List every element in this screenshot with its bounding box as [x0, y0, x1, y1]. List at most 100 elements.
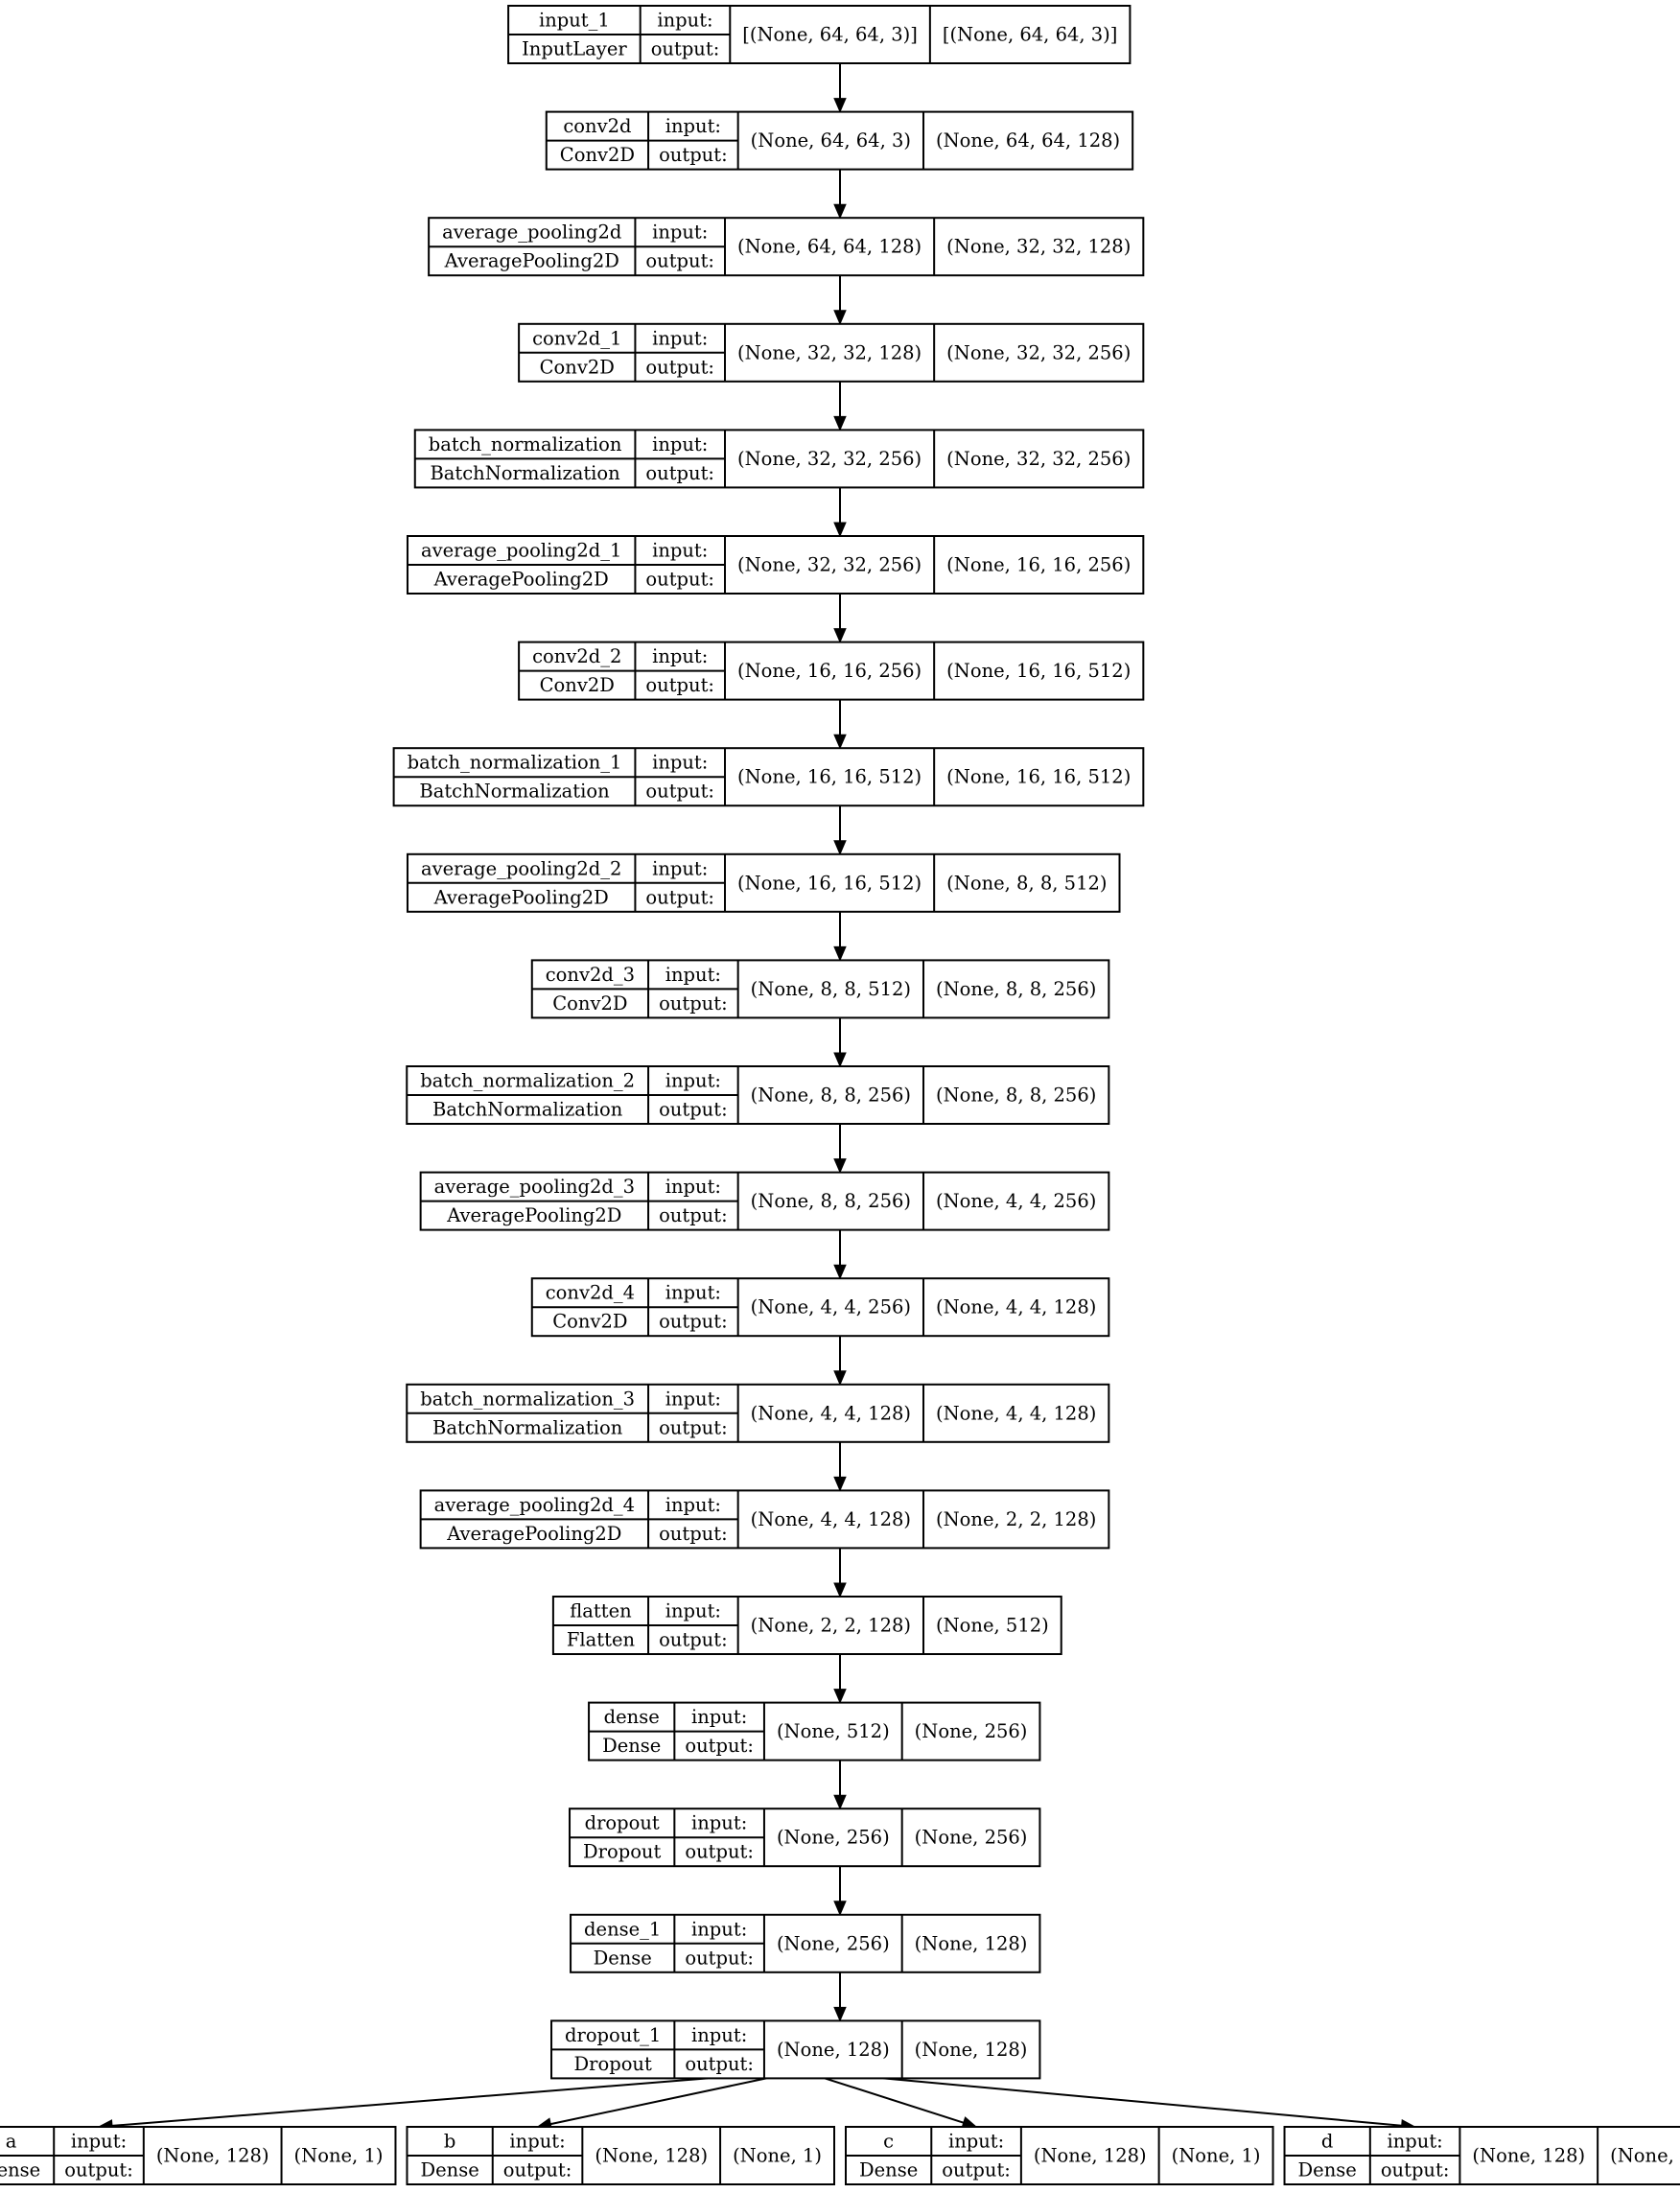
output-port-label: output:	[685, 1947, 754, 1969]
output-shape: (None, 256)	[915, 1720, 1028, 1742]
layer-node-batch_normalization: batch_normalizationBatchNormalizationinp…	[413, 429, 1145, 489]
input-port-label: input:	[652, 540, 708, 562]
layer-name: average_pooling2d_3	[434, 1176, 635, 1198]
input-shape: (None, 256)	[777, 1932, 890, 1954]
layer-name: average_pooling2d_1	[421, 540, 621, 562]
arrowhead	[833, 1052, 847, 1068]
arrowhead	[833, 310, 847, 326]
layer-name: dense_1	[584, 1918, 661, 1940]
layer-type: AveragePooling2D	[446, 1204, 621, 1226]
layer-box	[406, 1383, 1110, 1443]
edge-conv2d_4-to-batch_normalization_3	[833, 1336, 847, 1387]
input-shape: (None, 8, 8, 512)	[751, 978, 911, 1000]
edge-average_pooling2d_2-to-conv2d_3	[833, 911, 847, 962]
layer-name: dropout_1	[565, 2024, 661, 2046]
layer-type: AveragePooling2D	[433, 569, 609, 591]
arrowhead	[833, 1264, 847, 1280]
layer-type: Conv2D	[552, 992, 627, 1015]
input-port-label: input:	[509, 2131, 565, 2153]
output-shape: (None, 128)	[915, 1932, 1028, 1954]
layer-type: Dense	[0, 2159, 40, 2181]
output-port-label: output:	[645, 356, 714, 378]
output-port-label: output:	[659, 1099, 728, 1121]
edge-line	[550, 2077, 767, 2126]
input-shape: (None, 128)	[156, 2145, 269, 2167]
input-port-label: input:	[665, 1176, 721, 1198]
layer-name: flatten	[570, 1600, 632, 1622]
edge-input_1-to-conv2d	[833, 63, 847, 113]
layer-type: Conv2D	[552, 1311, 627, 1333]
edge-dense_1-to-dropout_1	[833, 1971, 847, 2022]
input-shape: (None, 4, 4, 128)	[751, 1508, 911, 1530]
layer-type: Dense	[602, 1735, 661, 1757]
output-port-label: output:	[659, 1523, 728, 1545]
arrowhead	[833, 1476, 847, 1492]
output-shape: (None, 2, 2, 128)	[936, 1508, 1096, 1530]
layer-node-batch_normalization_3: batch_normalization_3BatchNormalizationi…	[406, 1383, 1110, 1443]
input-shape: (None, 128)	[595, 2145, 708, 2167]
output-shape: (None, 512)	[936, 1615, 1049, 1637]
input-port-label: input:	[665, 115, 721, 137]
edge-batch_normalization-to-average_pooling2d_1	[833, 487, 847, 538]
output-shape: (None, 8, 8, 512)	[946, 872, 1107, 894]
arrowhead	[833, 1794, 847, 1810]
input-port-label: input:	[665, 1282, 721, 1304]
output-port-label: output:	[645, 781, 714, 803]
layer-type: AveragePooling2D	[444, 250, 619, 272]
edge-dropout-to-dense_1	[833, 1866, 847, 1917]
input-port-label: input:	[652, 327, 708, 349]
edge-conv2d_1-to-batch_normalization	[833, 381, 847, 432]
input-shape: (None, 8, 8, 256)	[751, 1190, 911, 1212]
input-shape: (None, 16, 16, 512)	[737, 766, 922, 788]
input-port-label: input:	[691, 2024, 747, 2046]
input-shape: (None, 64, 64, 128)	[737, 236, 922, 258]
input-port-label: input:	[665, 1070, 721, 1092]
layer-name: conv2d_4	[546, 1282, 635, 1304]
layer-name: average_pooling2d	[442, 222, 621, 244]
output-port-label: output:	[645, 250, 714, 272]
input-shape: (None, 512)	[777, 1720, 890, 1742]
layer-name: conv2d_2	[532, 645, 621, 667]
layer-name: batch_normalization_3	[420, 1388, 635, 1410]
input-shape: (None, 32, 32, 256)	[737, 554, 922, 576]
edge-dense-to-dropout	[833, 1760, 847, 1810]
layer-box	[569, 1808, 1041, 1868]
layer-type: Dense	[1298, 2159, 1357, 2181]
input-port-label: input:	[652, 857, 708, 879]
output-port-label: output:	[645, 674, 714, 696]
layer-name: a	[6, 2131, 17, 2153]
layer-name: conv2d_1	[532, 327, 621, 349]
output-port-label: output:	[1381, 2159, 1450, 2181]
edge-line	[883, 2077, 1402, 2127]
input-port-label: input:	[652, 752, 708, 774]
output-port-label: output:	[651, 38, 720, 60]
layer-type: Dropout	[583, 1841, 661, 1863]
layer-type: Dense	[420, 2159, 478, 2181]
output-shape: (None, 1)	[733, 2145, 822, 2167]
arrowhead	[833, 522, 847, 538]
input-shape: (None, 128)	[1034, 2145, 1147, 2167]
layer-type: AveragePooling2D	[446, 1523, 621, 1545]
edge-conv2d_2-to-batch_normalization_1	[833, 699, 847, 750]
output-shape: (None, 8, 8, 256)	[936, 1085, 1096, 1107]
arrowhead	[833, 945, 847, 962]
layer-type: BatchNormalization	[432, 1416, 623, 1438]
layer-name: c	[883, 2131, 894, 2153]
layer-node-batch_normalization_1: batch_normalization_1BatchNormalizationi…	[392, 747, 1145, 807]
edge-batch_normalization_2-to-average_pooling2d_3	[833, 1124, 847, 1174]
layer-type: Conv2D	[540, 356, 615, 378]
output-port-label: output:	[942, 2159, 1011, 2181]
output-shape: (None, 32, 32, 128)	[946, 236, 1131, 258]
arrowhead	[833, 98, 847, 113]
